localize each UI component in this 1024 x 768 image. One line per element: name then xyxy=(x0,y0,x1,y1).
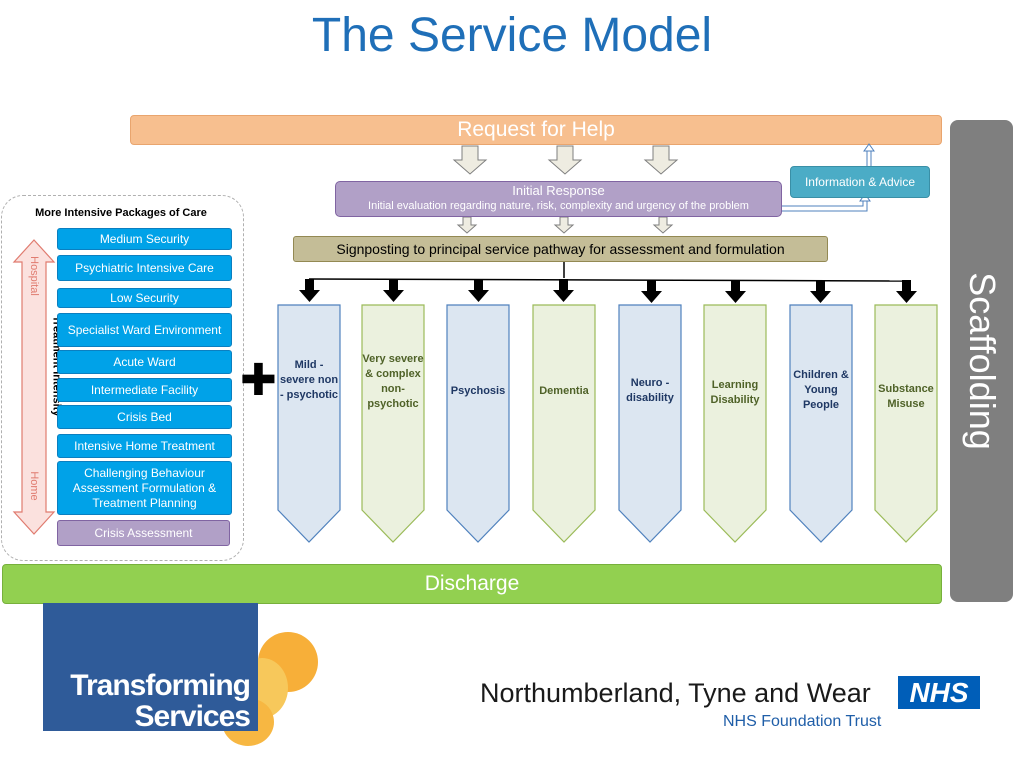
page-title: The Service Model xyxy=(311,9,713,62)
transforming-services-logo xyxy=(43,603,258,731)
pathway-shape xyxy=(874,304,938,543)
intensive-packages-panel xyxy=(1,195,244,561)
pathway-shape xyxy=(618,304,682,543)
treatment-intensity-arrow xyxy=(12,239,56,535)
pathway-shape xyxy=(361,304,425,543)
info-arrow-upper xyxy=(866,150,872,166)
intensive-home-treatment-item: Intensive Home Treatment xyxy=(57,434,232,458)
hospital-label: Hospital xyxy=(28,256,40,296)
pathway-label: Mild - severe non - psychotic xyxy=(279,359,339,401)
trust-name: Northumberland, Tyne and Wear xyxy=(480,678,871,708)
crisis-bed-item: Crisis Bed xyxy=(57,405,232,429)
pathway-shape xyxy=(532,304,596,543)
info-arrow-head-upper xyxy=(863,143,875,152)
psychiatric-intensive-care-item: Psychiatric Intensive Care xyxy=(57,255,232,281)
nhs-logo: NHS xyxy=(898,676,980,709)
pathway-shape xyxy=(703,304,767,543)
pathway-label: Children & Young People xyxy=(793,369,849,411)
specialist-ward-item: Specialist Ward Environment xyxy=(57,313,232,347)
down-arrow-2 xyxy=(547,145,583,175)
medium-security-item: Medium Security xyxy=(57,228,232,250)
crisis-assessment-item: Crisis Assessment xyxy=(57,520,230,546)
acute-ward-item: Acute Ward xyxy=(57,350,232,374)
down-arrow-1 xyxy=(452,145,488,175)
scaffolding-bar xyxy=(950,120,1013,602)
information-advice-button: Information & Advice xyxy=(790,166,930,198)
pathway-label: Learning Disability xyxy=(710,379,760,406)
discharge-bar: Discharge xyxy=(2,564,942,604)
intensive-packages-title: More Intensive Packages of Care xyxy=(35,207,207,219)
initial-response-box: Initial Response Initial evaluation rega… xyxy=(335,181,782,217)
pathway-shape xyxy=(277,304,341,543)
pathway-shape xyxy=(446,304,510,543)
info-arrow-lower xyxy=(781,200,868,212)
small-arrow-1 xyxy=(456,216,478,234)
plus-icon: ✚ xyxy=(240,356,277,405)
request-for-help-bar: Request for Help xyxy=(130,115,942,145)
info-arrow-lower-shaft xyxy=(781,200,864,207)
initial-response-subtitle: Initial evaluation regarding nature, ris… xyxy=(368,200,749,212)
transforming-services-text: Transforming Services xyxy=(70,669,251,733)
pathway-label: Dementia xyxy=(539,385,589,397)
signposting-box: Signposting to principal service pathway… xyxy=(293,236,828,262)
initial-response-title: Initial Response xyxy=(512,183,605,198)
down-arrow-3 xyxy=(643,145,679,175)
small-arrow-3 xyxy=(652,216,674,234)
pathway-label: Substance Misuse xyxy=(878,383,934,410)
pathway-label: Very severe & complex non- psychotic xyxy=(362,353,424,410)
low-security-item: Low Security xyxy=(57,288,232,308)
pathway-label: Psychosis xyxy=(450,385,506,397)
pathway-arrows xyxy=(299,279,917,303)
pathway-shape xyxy=(789,304,853,543)
trust-subtitle: NHS Foundation Trust xyxy=(723,713,882,730)
intermediate-facility-item: Intermediate Facility xyxy=(57,378,232,402)
challenging-behaviour-item: Challenging Behaviour Assessment Formula… xyxy=(57,461,232,515)
small-arrow-2 xyxy=(553,216,575,234)
pathway-label: Neuro - disability xyxy=(626,377,674,404)
home-label: Home xyxy=(28,471,40,501)
